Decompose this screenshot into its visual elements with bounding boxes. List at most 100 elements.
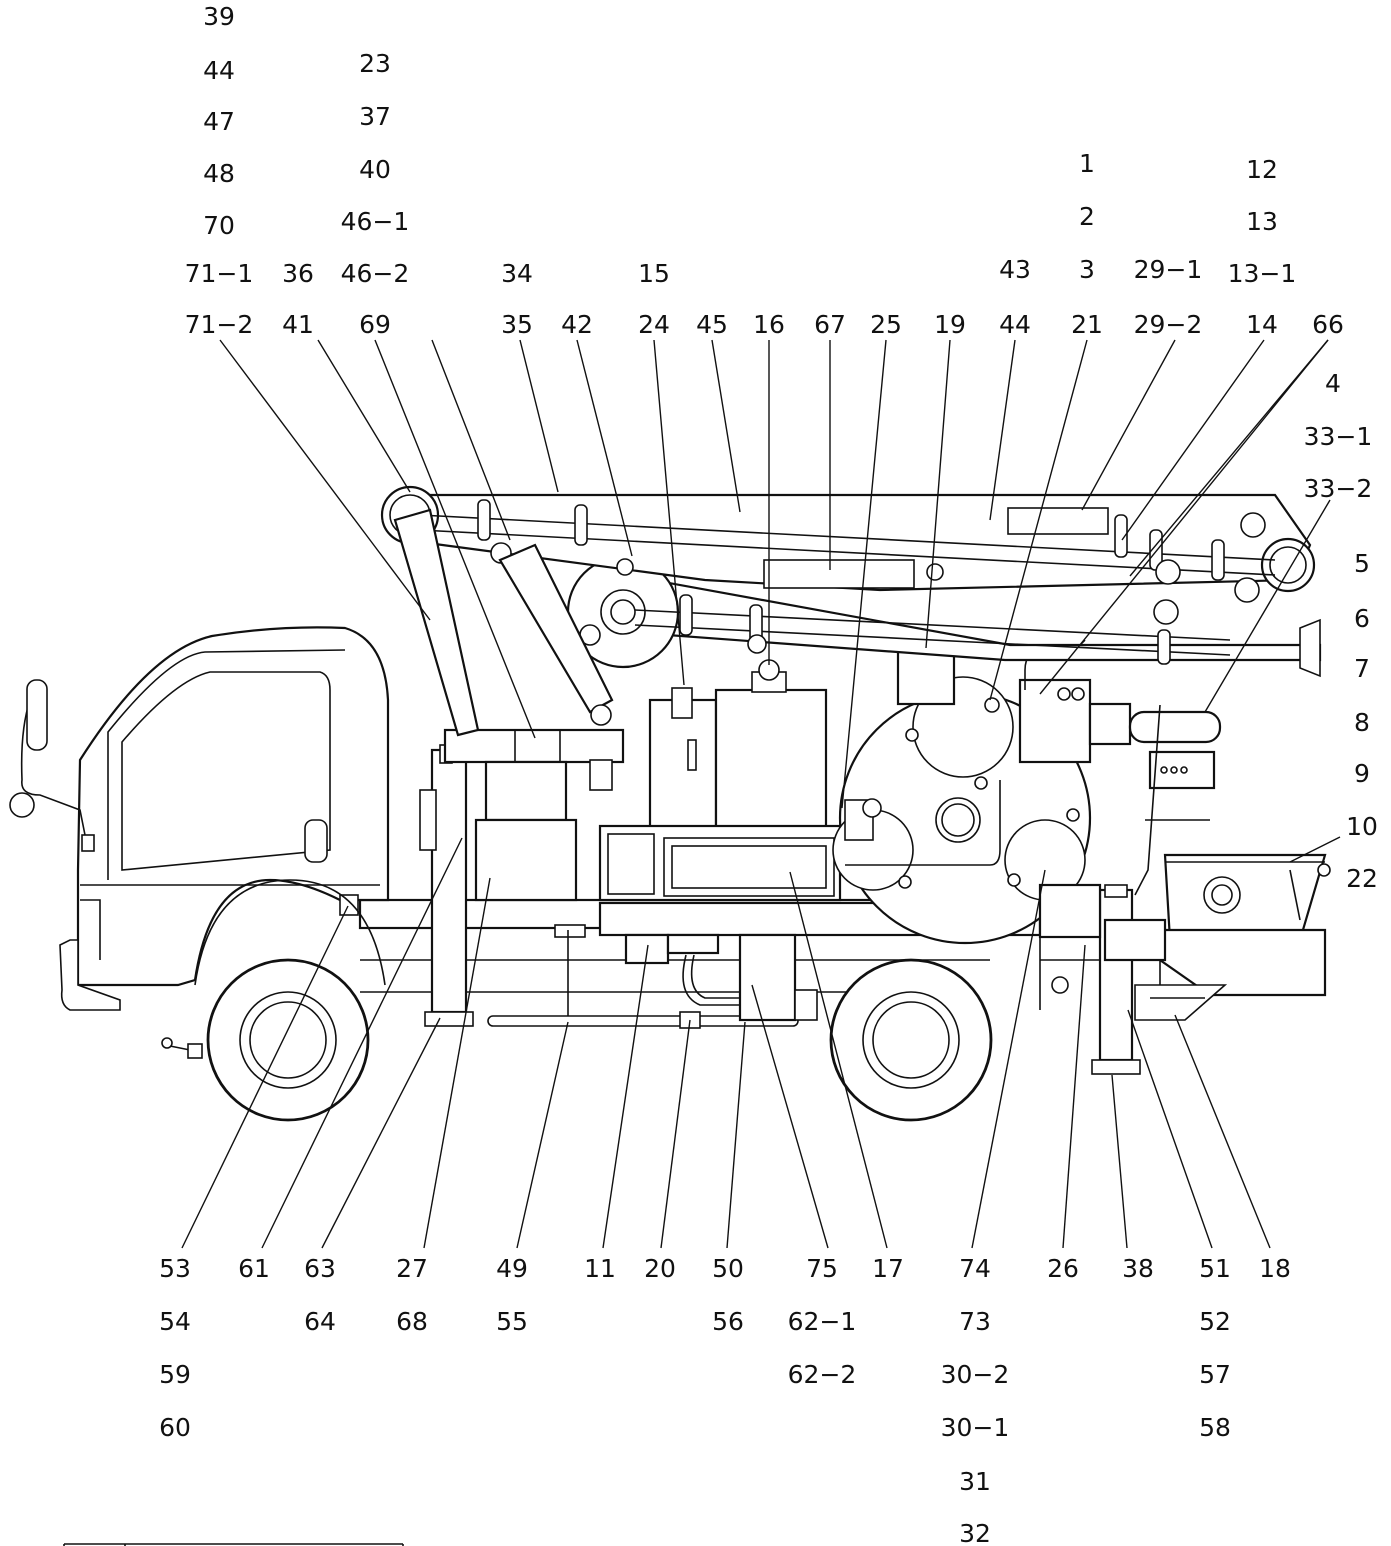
part-label: 13−1 [1228, 259, 1297, 288]
part-label: 49 [496, 1254, 528, 1283]
part-label: 54 [159, 1307, 191, 1336]
part-label: 56 [712, 1307, 744, 1336]
part-label: 71−1 [185, 259, 254, 288]
part-label: 45 [696, 310, 728, 339]
part-label: 26 [1047, 1254, 1079, 1283]
part-label: 30−2 [941, 1360, 1010, 1389]
part-label: 16 [753, 310, 785, 339]
part-label: 34 [501, 259, 533, 288]
tanks-and-boxes [598, 659, 842, 902]
part-label: 63 [304, 1254, 336, 1283]
rear-wheel [829, 958, 993, 1122]
under-frame-hoses [554, 924, 1069, 1029]
part-label: 73 [959, 1307, 991, 1336]
part-label: 62−2 [788, 1360, 857, 1389]
rear-outrigger [1091, 884, 1141, 1075]
part-label: 17 [872, 1254, 904, 1283]
truck-drawing [9, 485, 1331, 1122]
part-label: 46−2 [341, 259, 410, 288]
part-label: 12 [1246, 155, 1278, 184]
label-column-top-3: 23 37 40 46−1 46−2 69 [341, 49, 410, 339]
part-label: 52 [1199, 1307, 1231, 1336]
part-label: 8 [1354, 708, 1370, 737]
boom-arms [380, 485, 1322, 737]
part-label: 51 [1199, 1254, 1231, 1283]
part-label: 58 [1199, 1413, 1231, 1442]
label-row-bottom: 53 54 59 60 61 63 64 27 68 49 55 11 20 5… [159, 1254, 1291, 1546]
part-label: 50 [712, 1254, 744, 1283]
part-label: 41 [282, 310, 314, 339]
part-label: 42 [561, 310, 593, 339]
part-label: 67 [814, 310, 846, 339]
label-column-right: 4 33−1 33−2 5 6 7 8 9 10 22 [1304, 369, 1378, 893]
part-label: 48 [203, 159, 235, 188]
part-label: 66 [1312, 310, 1344, 339]
part-label: 23 [359, 49, 391, 78]
part-label: 33−2 [1304, 474, 1373, 503]
part-label: 38 [1122, 1254, 1154, 1283]
part-label: 20 [644, 1254, 676, 1283]
part-label: 55 [496, 1307, 528, 1336]
part-label: 60 [159, 1413, 191, 1442]
part-label: 6 [1354, 604, 1370, 633]
label-column-top-1: 39 44 47 48 70 71−1 71−2 [185, 2, 254, 339]
part-label: 59 [159, 1360, 191, 1389]
part-label: 46−1 [341, 207, 410, 236]
part-label: 4 [1325, 369, 1341, 398]
part-label: 27 [396, 1254, 428, 1283]
leader-lines [181, 339, 1341, 1249]
part-label: 40 [359, 155, 391, 184]
part-label: 13 [1246, 207, 1278, 236]
part-label: 33−1 [1304, 422, 1373, 451]
part-label: 10 [1346, 812, 1378, 841]
front-outrigger [419, 744, 474, 1027]
part-label: 25 [870, 310, 902, 339]
label-group-top-right: 43 44 1 2 3 21 29−1 29−2 12 13 13−1 14 6… [999, 149, 1344, 339]
part-label: 61 [238, 1254, 270, 1283]
part-label: 29−2 [1134, 310, 1203, 339]
part-label: 75 [806, 1254, 838, 1283]
part-label: 22 [1346, 864, 1378, 893]
part-label: 9 [1354, 759, 1370, 788]
control-box [1018, 639, 1222, 896]
part-label: 36 [282, 259, 314, 288]
part-label: 14 [1246, 310, 1278, 339]
part-label: 29−1 [1134, 255, 1203, 284]
part-label: 44 [203, 56, 235, 85]
part-label: 44 [999, 310, 1031, 339]
part-label: 68 [396, 1307, 428, 1336]
part-label: 71−2 [185, 310, 254, 339]
part-label: 64 [304, 1307, 336, 1336]
part-label: 30−1 [941, 1413, 1010, 1442]
label-column-top-2: 36 41 [282, 259, 314, 339]
part-label: 19 [934, 310, 966, 339]
part-label: 43 [999, 255, 1031, 284]
part-label: 1 [1079, 149, 1095, 178]
part-label: 35 [501, 310, 533, 339]
part-label: 37 [359, 102, 391, 131]
part-label: 5 [1354, 549, 1370, 578]
part-label: 53 [159, 1254, 191, 1283]
part-label: 70 [203, 211, 235, 240]
part-label: 11 [584, 1254, 616, 1283]
part-label: 39 [203, 2, 235, 31]
part-label: 62−1 [788, 1307, 857, 1336]
part-label: 24 [638, 310, 670, 339]
part-label: 47 [203, 107, 235, 136]
boom-turret [443, 728, 625, 902]
part-label: 31 [959, 1467, 991, 1496]
hopper [1038, 853, 1331, 1021]
front-wheel [194, 879, 386, 1122]
part-label: 7 [1354, 654, 1370, 683]
part-label: 57 [1199, 1360, 1231, 1389]
part-label: 32 [959, 1519, 991, 1546]
part-label: 69 [359, 310, 391, 339]
part-label: 15 [638, 259, 670, 288]
part-label: 2 [1079, 202, 1095, 231]
label-row-top: 34 35 15 24 42 45 16 67 25 19 [501, 259, 966, 339]
part-label: 3 [1079, 255, 1095, 284]
part-label: 21 [1071, 310, 1103, 339]
part-label: 18 [1259, 1254, 1291, 1283]
truck-cab [9, 626, 390, 1059]
